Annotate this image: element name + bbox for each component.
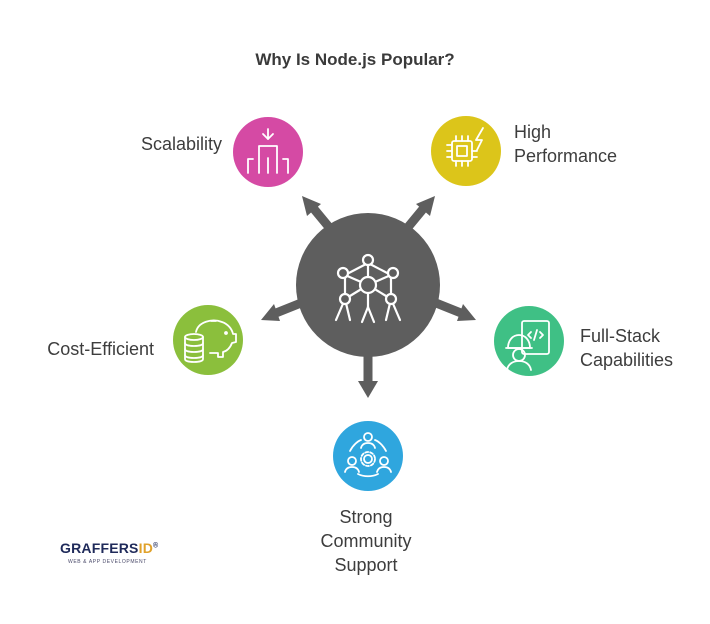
node-cost	[173, 305, 243, 375]
label-line: Strong	[339, 507, 393, 527]
logo-mark: ®	[153, 542, 159, 550]
logo-prefix: GRAFFERS	[60, 540, 139, 556]
node-community	[333, 421, 403, 491]
arrows	[261, 196, 476, 398]
node-scalability	[233, 117, 303, 187]
logo-tagline: WEB & APP DEVELOPMENT	[68, 559, 147, 565]
label-line: Full-Stack	[580, 326, 661, 346]
developer-code-icon	[505, 320, 550, 371]
chip-lightning-icon	[446, 127, 484, 167]
piggy-bank-coins-icon	[184, 319, 237, 363]
label-line: Support	[334, 555, 398, 575]
molecule-network-icon	[334, 253, 402, 324]
scale-up-arrow-icon	[247, 128, 289, 174]
node-performance	[431, 116, 501, 186]
logo-accent: ID	[138, 540, 154, 556]
label-cost: Cost-Efficient	[18, 337, 154, 361]
logo-wordmark: GRAFFERSID®	[60, 540, 158, 556]
brand-logo: GRAFFERSID® WEB & APP DEVELOPMENT	[60, 540, 160, 570]
label-line: Cost-Efficient	[47, 339, 154, 359]
label-community: Strong Community Support	[288, 505, 444, 577]
node-fullstack	[494, 306, 564, 376]
page-title: Why Is Node.js Popular?	[255, 50, 455, 69]
arrow-to-cost	[261, 298, 303, 321]
label-line: Capabilities	[580, 350, 674, 370]
label-line: High	[514, 122, 552, 142]
arrow-to-community	[358, 355, 378, 398]
people-gear-icon	[344, 432, 392, 478]
label-fullstack: Full-Stack Capabilities	[580, 324, 705, 372]
label-line: Scalability	[140, 134, 222, 154]
arrow-to-fullstack	[434, 298, 476, 321]
label-line: Community	[320, 531, 412, 551]
label-performance: High Performance	[514, 120, 674, 168]
label-scalability: Scalability	[100, 132, 222, 156]
label-line: Performance	[514, 146, 618, 166]
